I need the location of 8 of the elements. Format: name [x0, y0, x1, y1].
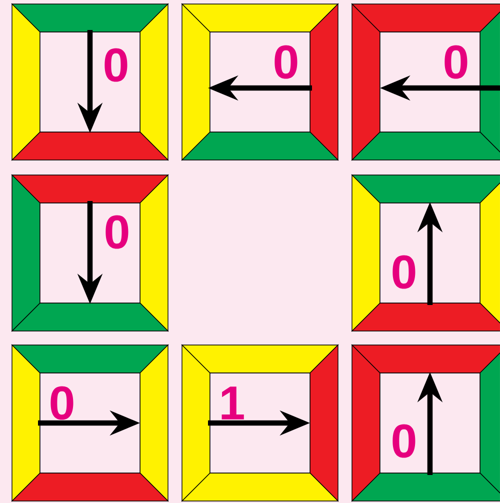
tile: 0 — [11, 3, 169, 161]
tile: 0 — [11, 174, 169, 332]
tile: 0 — [351, 174, 500, 332]
tile: 1 — [181, 344, 339, 502]
tile: 0 — [351, 344, 500, 502]
tile: 0 — [11, 344, 169, 502]
tile: 0 — [181, 3, 339, 161]
tile: 0 — [351, 3, 500, 161]
